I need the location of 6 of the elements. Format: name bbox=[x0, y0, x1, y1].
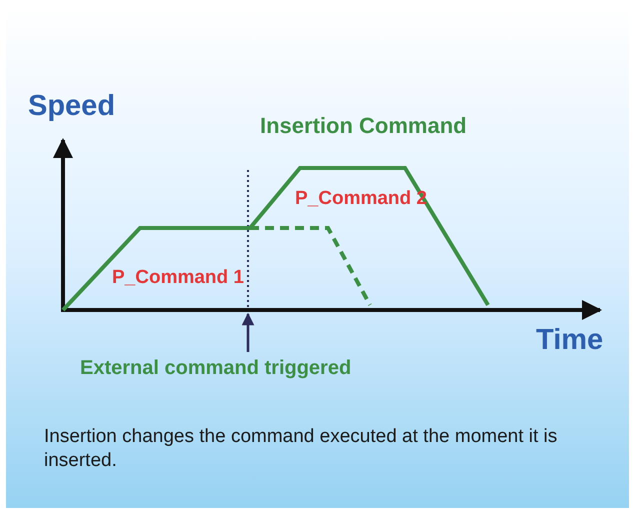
caption: Insertion changes the command executed at the moment it is inserted. bbox=[44, 425, 558, 473]
curve-label: Insertion Command bbox=[260, 115, 467, 137]
curve-label: P_Command 1 bbox=[112, 268, 244, 287]
axis-title: Time bbox=[536, 326, 604, 355]
axis-title: Speed bbox=[28, 92, 116, 121]
event-label: External command triggered bbox=[80, 358, 352, 378]
